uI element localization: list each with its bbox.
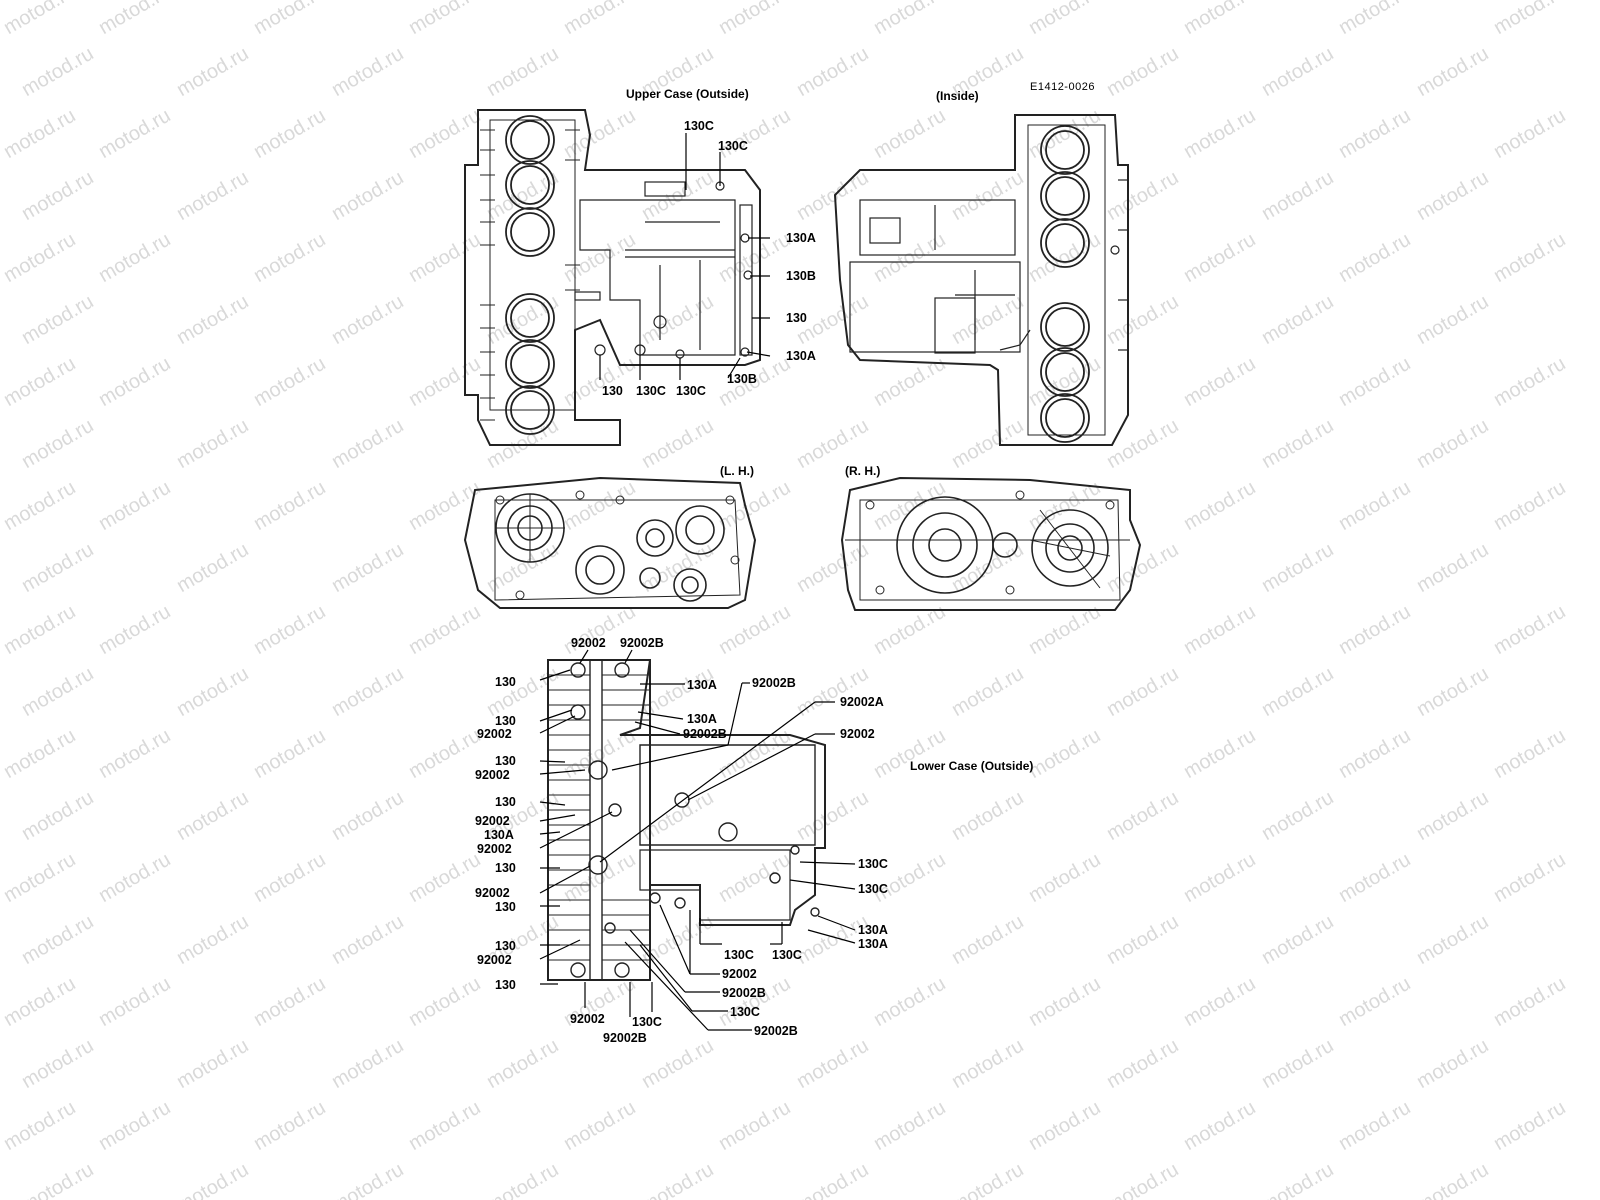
callout: 130 [602,384,623,398]
upper-case-inside-drawing [833,114,1129,446]
left-hand-case-drawing [463,476,757,609]
callout: 130B [727,372,757,386]
lower-case-outside-title: Lower Case (Outside) [910,759,1034,773]
callout: 92002 [475,886,510,900]
callout: 130A [786,231,816,245]
callout: 130A [858,937,888,951]
callout: 92002 [722,967,757,981]
callout: 92002B [754,1024,798,1038]
callout: 130C [858,882,888,896]
callout: 92002 [477,953,512,967]
callout: 130 [495,861,516,875]
callout: 130C [676,384,706,398]
callout: 130 [495,978,516,992]
callout: 130 [495,795,516,809]
callout: 92002A [840,695,884,709]
callout: 130C [772,948,802,962]
left-hand-title: (L. H.) [720,464,754,478]
callout: 92002B [722,986,766,1000]
callout: 130B [786,269,816,283]
callout: 130A [687,678,717,692]
callout: 92002 [477,842,512,856]
callout: 92002 [477,727,512,741]
callout: 130A [786,349,816,363]
callout: 130C [636,384,666,398]
callout: 130C [684,119,714,133]
callout: 92002 [571,636,606,650]
callout: 92002 [475,768,510,782]
right-hand-title: (R. H.) [845,464,881,478]
right-hand-case-drawing [840,476,1142,611]
callout: 92002B [603,1031,647,1045]
callout: 130C [724,948,754,962]
callout: 92002 [570,1012,605,1026]
leader-lines [539,133,856,1031]
callout: 92002 [840,727,875,741]
callout: 130C [632,1015,662,1029]
lower-case-outside-drawing [547,659,826,981]
figure-code: E1412-0026 [1030,81,1095,93]
callout: 130A [858,923,888,937]
callout: 130C [730,1005,760,1019]
upper-case-inside-title: (Inside) [936,89,979,103]
callout: 130 [786,311,807,325]
callout: 130 [495,939,516,953]
callout: 130 [495,754,516,768]
callout: 130C [858,857,888,871]
callout: 92002B [620,636,664,650]
upper-case-outside-drawing [464,109,761,446]
callout: 92002B [683,727,727,741]
callout: 130C [718,139,748,153]
upper-case-outside-title: Upper Case (Outside) [626,87,749,101]
callout: 130 [495,714,516,728]
callout: 92002B [752,676,796,690]
callout: 130A [687,712,717,726]
callout: 92002 [475,814,510,828]
callout: 130 [495,675,516,689]
callout: 130 [495,900,516,914]
callout: 130A [484,828,514,842]
